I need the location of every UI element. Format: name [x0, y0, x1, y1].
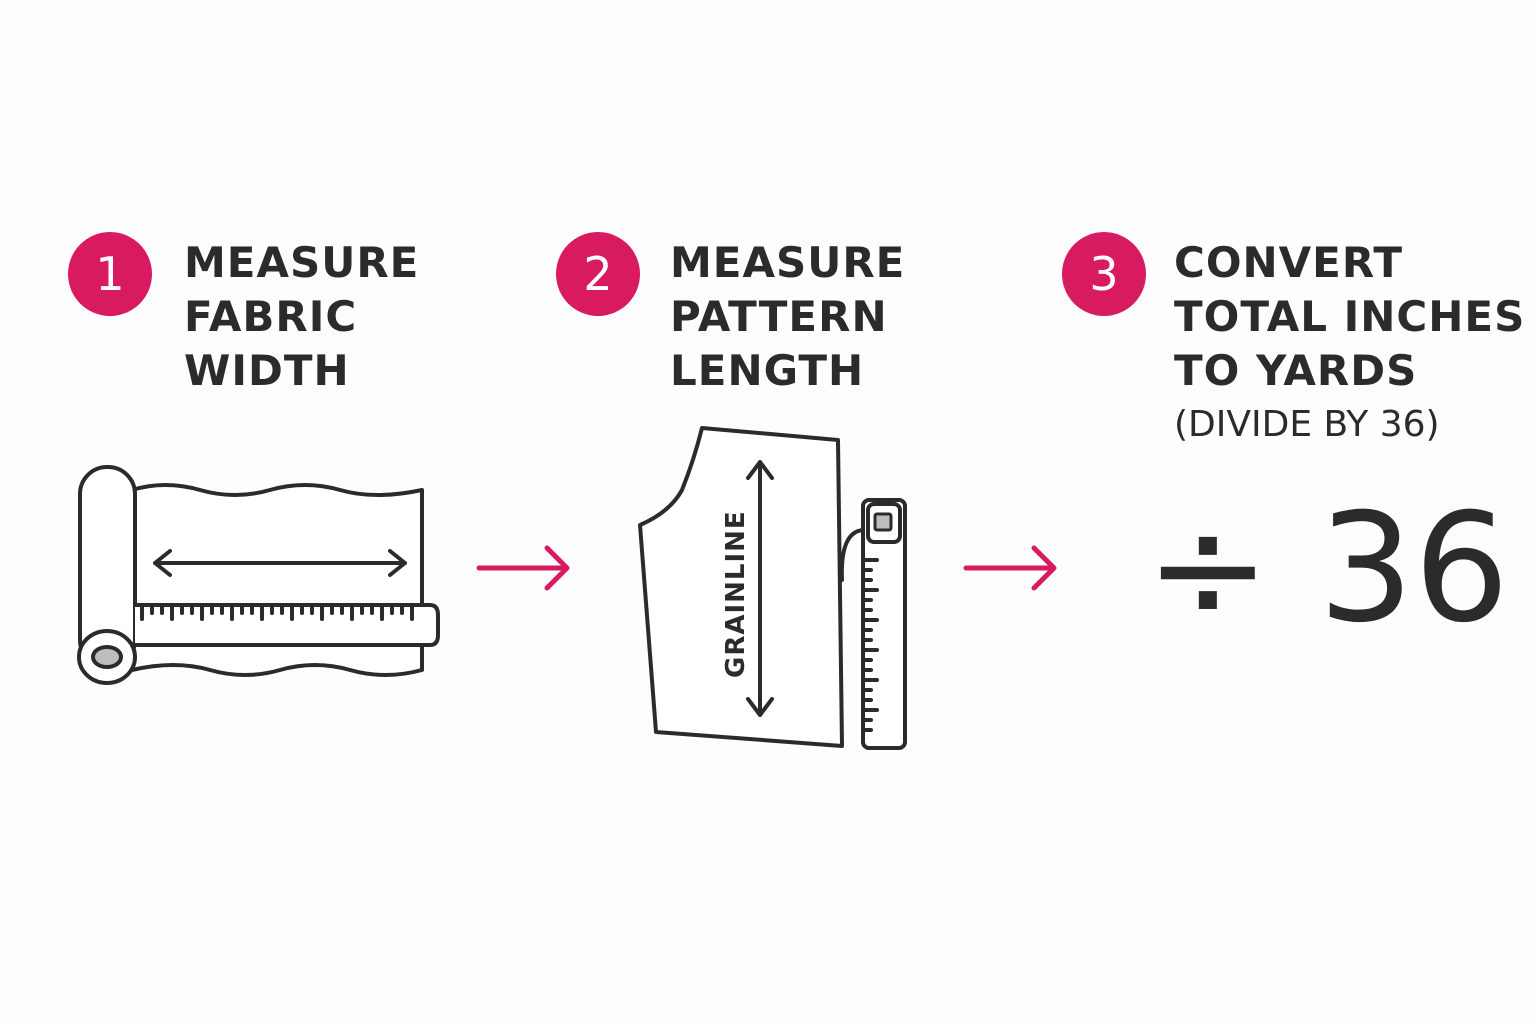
- pattern-piece-with-tape-measure-icon: GRAINLINE: [638, 426, 907, 750]
- tape-measure-loop: [839, 528, 865, 582]
- step-3-divide-note: (DIVIDE BY 36): [1174, 404, 1440, 445]
- right-arrow-icon: [476, 545, 570, 591]
- step-1-title-line-1: MEASURE: [184, 238, 420, 287]
- grainline-label: GRAINLINE: [721, 510, 751, 678]
- divide-by-36-display: ÷ 36: [1145, 482, 1510, 656]
- tape-measure-tip: [866, 502, 902, 544]
- tape-measure-ticks: [140, 603, 414, 621]
- step-2-title-line-2: PATTERN: [670, 292, 888, 341]
- right-arrow-icon: [963, 545, 1057, 591]
- step-1-title-line-2: FABRIC: [184, 292, 358, 341]
- tape-measure-ticks: [861, 558, 879, 732]
- step-2-title: MEASURE PATTERN LENGTH: [670, 236, 905, 398]
- pattern-piece: [638, 426, 844, 748]
- step-1-number-badge: 1: [68, 232, 152, 316]
- step-1-title-line-3: WIDTH: [184, 346, 350, 395]
- step-3-title-line-3: TO YARDS: [1174, 346, 1418, 395]
- step-2-title-line-1: MEASURE: [670, 238, 906, 287]
- step-2-number-badge: 2: [556, 232, 640, 316]
- step-3-title: CONVERT TOTAL INCHES TO YARDS (DIVIDE BY…: [1174, 236, 1525, 452]
- fabric-roll-core: [91, 645, 123, 669]
- width-arrow: [153, 549, 407, 577]
- step-3-title-line-1: CONVERT: [1174, 238, 1403, 287]
- step-1-title: MEASURE FABRIC WIDTH: [184, 236, 419, 398]
- grainline-arrow: [746, 460, 774, 717]
- tape-measure-strip: [135, 603, 440, 647]
- step-2-title-line-3: LENGTH: [670, 346, 865, 395]
- tape-measure-tab: [873, 512, 893, 532]
- step-3-number-badge: 3: [1062, 232, 1146, 316]
- fabric-roll-with-tape-measure-icon: [77, 465, 440, 685]
- step-3-title-line-2: TOTAL INCHES: [1174, 292, 1526, 341]
